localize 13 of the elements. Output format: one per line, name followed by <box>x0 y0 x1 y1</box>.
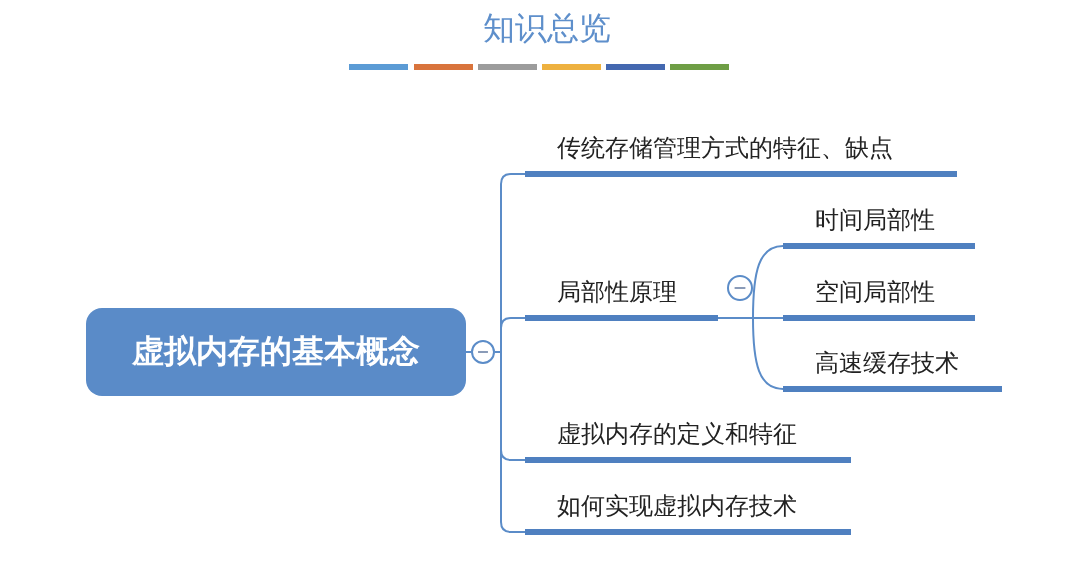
underlined-topic: 空间局部性 <box>783 274 975 321</box>
underlined-topic: 时间局部性 <box>783 202 975 249</box>
connector-line <box>717 317 784 390</box>
underlined-topic: 局部性原理 <box>525 274 718 321</box>
connector-line <box>494 351 526 533</box>
underlined-topic: 传统存储管理方式的特征、缺点 <box>525 130 957 177</box>
central-topic-box: 虚拟内存的基本概念 <box>86 308 466 396</box>
title: 知识总览 <box>482 8 612 48</box>
underlined-topic: 虚拟内存的定义和特征 <box>525 416 851 463</box>
underlined-topic: 高速缓存技术 <box>783 345 1002 392</box>
underlined-topic: 如何实现虚拟内存技术 <box>525 488 851 535</box>
connector-line <box>465 351 472 353</box>
collapse-icon <box>471 340 495 364</box>
